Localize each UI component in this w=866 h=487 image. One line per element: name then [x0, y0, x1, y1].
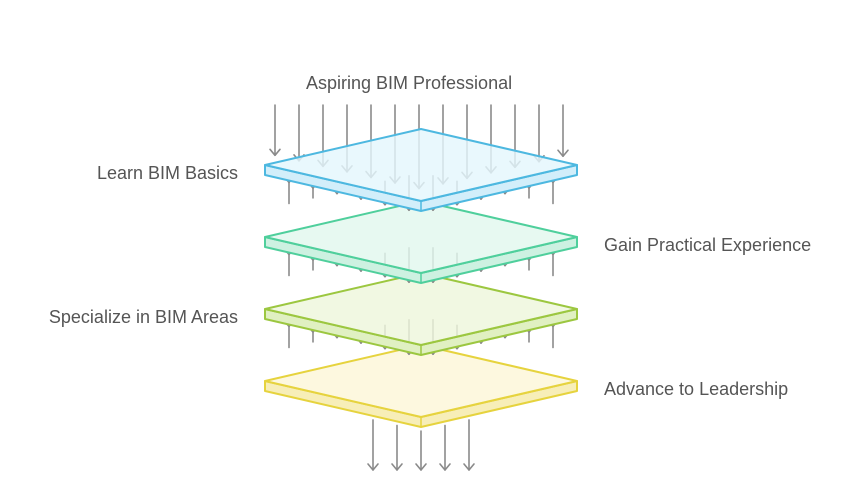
arrow-head	[367, 463, 379, 471]
arrow	[367, 419, 379, 471]
arrow-head	[415, 463, 427, 471]
arrow	[293, 104, 305, 162]
arrow	[269, 104, 281, 157]
layer-slab-4	[264, 344, 578, 428]
layer-label-learn-bim-basics: Learn BIM Basics	[96, 163, 238, 183]
arrow-group-outgoing	[367, 419, 475, 471]
layer-label-specialize-in-bim-areas: Specialize in BIM Areas	[48, 307, 238, 327]
arrow	[533, 104, 545, 163]
arrow	[391, 424, 403, 471]
layer-label-gain-practical-experience: Gain Practical Experience	[604, 235, 812, 255]
arrow	[463, 419, 475, 471]
layer-slab-top	[264, 128, 578, 202]
arrow	[439, 424, 451, 471]
layer-slab-1	[264, 128, 578, 212]
arrow-head	[463, 463, 475, 471]
diagram-title: Aspiring BIM Professional	[306, 73, 513, 93]
layer-label-advance-to-leadership: Advance to Leadership	[604, 379, 789, 399]
layer-slab-2	[264, 200, 578, 284]
arrow-head	[439, 463, 451, 471]
arrow	[415, 430, 427, 471]
arrow-head	[269, 148, 281, 157]
layer-slab-3	[264, 272, 578, 356]
arrow-head	[557, 149, 569, 158]
arrow-head	[391, 463, 403, 471]
arrow	[557, 104, 569, 158]
